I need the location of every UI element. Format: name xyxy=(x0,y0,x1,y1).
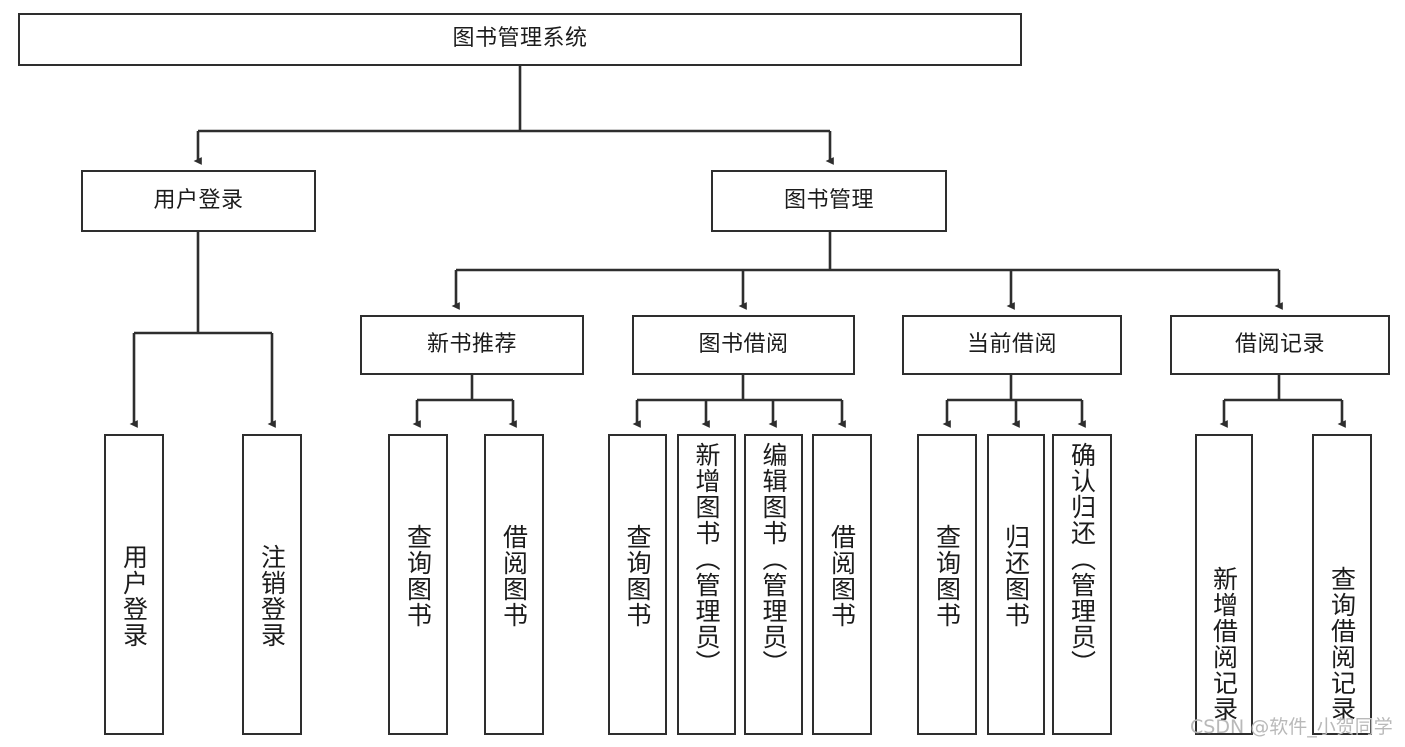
node-label: 用户登录 xyxy=(153,187,244,213)
node-label: 查询图书 xyxy=(932,524,962,628)
leaf-current-return-book[interactable]: 归还图书 xyxy=(987,434,1045,735)
node-label: 新书推荐 xyxy=(426,331,517,357)
node-label: 查询图书 xyxy=(403,524,433,628)
node-label: 当前借阅 xyxy=(966,331,1057,357)
leaf-user-login-action[interactable]: 用户登录 xyxy=(104,434,164,735)
node-label: 新增图书（管理员） xyxy=(692,442,721,676)
leaf-borrow-borrow-book[interactable]: 借阅图书 xyxy=(812,434,872,735)
node-book-management[interactable]: 图书管理 xyxy=(711,170,947,232)
node-current-borrow[interactable]: 当前借阅 xyxy=(902,315,1122,375)
node-label: 借阅记录 xyxy=(1234,331,1325,357)
leaf-recommend-query-book[interactable]: 查询图书 xyxy=(388,434,448,735)
node-label: 图书管理 xyxy=(783,187,874,213)
node-root-system[interactable]: 图书管理系统 xyxy=(18,13,1022,66)
node-label: 编辑图书（管理员） xyxy=(759,442,788,676)
leaf-borrow-query-book[interactable]: 查询图书 xyxy=(608,434,667,735)
node-user-login[interactable]: 用户登录 xyxy=(81,170,316,232)
leaf-current-confirm-return-admin[interactable]: 确认归还（管理员） xyxy=(1052,434,1112,735)
node-book-borrow[interactable]: 图书借阅 xyxy=(632,315,855,375)
leaf-user-logout-action[interactable]: 注销登录 xyxy=(242,434,302,735)
node-new-book-recommend[interactable]: 新书推荐 xyxy=(360,315,584,375)
node-label: 查询借阅记录 xyxy=(1327,566,1357,722)
leaf-records-query-record[interactable]: 查询借阅记录 xyxy=(1312,434,1372,735)
node-label: 归还图书 xyxy=(1001,524,1031,628)
node-label: 借阅图书 xyxy=(499,524,529,628)
node-label: 用户登录 xyxy=(119,544,149,648)
node-borrow-records[interactable]: 借阅记录 xyxy=(1170,315,1390,375)
node-label: 注销登录 xyxy=(257,544,287,648)
watermark-text: CSDN @软件_小贺同学 xyxy=(1190,716,1393,738)
node-label: 图书借阅 xyxy=(698,331,789,357)
leaf-current-query-book[interactable]: 查询图书 xyxy=(917,434,977,735)
node-label: 查询图书 xyxy=(623,524,652,628)
node-label: 借阅图书 xyxy=(827,524,857,628)
node-label: 确认归还（管理员） xyxy=(1067,442,1097,676)
leaf-borrow-add-book-admin[interactable]: 新增图书（管理员） xyxy=(677,434,736,735)
node-label: 图书管理系统 xyxy=(452,26,588,52)
leaf-records-add-record[interactable]: 新增借阅记录 xyxy=(1195,434,1253,735)
leaf-recommend-borrow-book[interactable]: 借阅图书 xyxy=(484,434,544,735)
leaf-borrow-edit-book-admin[interactable]: 编辑图书（管理员） xyxy=(744,434,803,735)
node-label: 新增借阅记录 xyxy=(1209,566,1239,722)
